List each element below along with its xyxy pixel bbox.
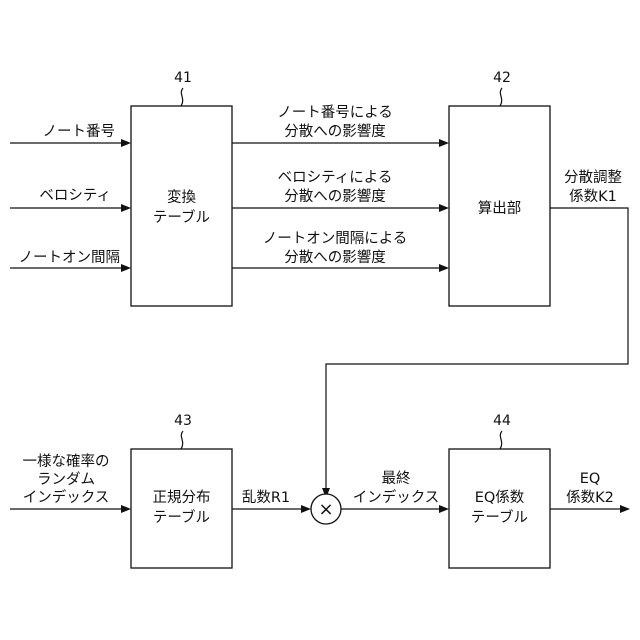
uniform-index-label-1: 一様な確率の <box>23 453 110 470</box>
conversion-table-leader-line <box>181 88 183 106</box>
eq-coefficient-table-label-1: EQ係数 <box>475 489 525 506</box>
note-number-effect-arrowhead <box>439 139 449 147</box>
note-number-input-label: ノート番号 <box>43 123 116 140</box>
normal-distribution-table-label-2: テーブル <box>153 508 210 526</box>
eq-coefficient-table-block <box>449 449 550 568</box>
eq-coefficient-table-ref-number: 44 <box>493 413 511 429</box>
uniform-index-label-3: インデックス <box>23 488 110 506</box>
velocity-effect-arrowhead <box>439 204 449 212</box>
conversion-table-label-2: テーブル <box>153 208 210 226</box>
note-number-arrowhead <box>121 139 131 147</box>
velocity-input-label: ベロシティ <box>39 188 111 204</box>
conversion-table-label-1: 変換 <box>167 189 196 206</box>
random-r1-label: 乱数R1 <box>242 489 290 506</box>
interval-effect-label-1: ノートオン間隔による <box>263 230 408 247</box>
calculation-unit-ref-number: 42 <box>493 70 511 86</box>
calculation-unit-label: 算出部 <box>478 200 522 217</box>
normal-distribution-table-leader-line <box>181 431 183 449</box>
calculation-unit-leader-line <box>500 88 502 106</box>
eq-coefficient-output-arrowhead <box>620 505 630 513</box>
note-on-interval-arrowhead <box>121 264 131 272</box>
uniform-index-arrowhead <box>121 505 131 513</box>
interval-effect-arrowhead <box>439 264 449 272</box>
variance-coefficient-label-1: 分散調整 <box>564 169 622 186</box>
uniform-index-label-2: ランダム <box>37 471 95 488</box>
multiplier-symbol: × <box>318 499 333 520</box>
velocity-effect-label-2: 分散への影響度 <box>284 187 386 205</box>
conversion-table-ref-number: 41 <box>174 70 192 86</box>
normal-distribution-table-label-1: 正規分布 <box>153 489 211 506</box>
eq-coefficient-table-leader-line <box>500 431 502 449</box>
final-index-label-2: インデックス <box>353 488 440 506</box>
variance-coefficient-label-2: 係数K1 <box>569 188 617 205</box>
final-index-arrowhead <box>439 505 449 513</box>
final-index-label-1: 最終 <box>382 470 411 487</box>
note-number-effect-label-2: 分散への影響度 <box>284 122 386 140</box>
eq-coefficient-output-label-2: 係数K2 <box>566 489 614 506</box>
eq-coefficient-table-label-2: テーブル <box>471 508 528 526</box>
random-r1-arrowhead <box>301 505 311 513</box>
velocity-effect-label-1: ベロシティによる <box>278 170 393 186</box>
interval-effect-label-2: 分散への影響度 <box>284 248 386 266</box>
conversion-table-block <box>131 106 232 306</box>
normal-distribution-table-block <box>131 449 232 568</box>
note-on-interval-input-label: ノートオン間隔 <box>19 249 121 266</box>
eq-coefficient-output-label-1: EQ <box>580 471 601 487</box>
normal-distribution-table-ref-number: 43 <box>174 413 192 429</box>
velocity-arrowhead <box>121 204 131 212</box>
note-number-effect-label-1: ノート番号による <box>277 104 393 121</box>
